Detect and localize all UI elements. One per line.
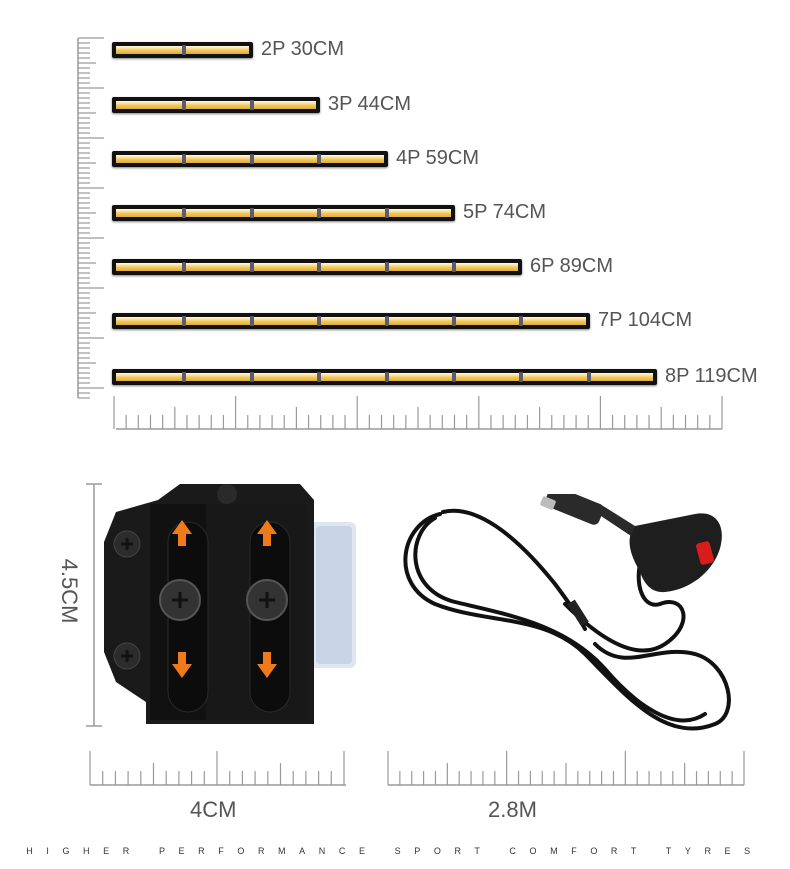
- bracket-height-dimension: [86, 483, 102, 727]
- light-bar-label: 3P 44CM: [328, 93, 412, 115]
- horizontal-ruler-top: [113, 396, 723, 430]
- light-bar: [112, 42, 253, 58]
- light-bar-label: 2P 30CM: [261, 38, 345, 60]
- light-bar-label: 7P 104CM: [598, 309, 693, 331]
- bracket-width-label: 4CM: [190, 797, 237, 822]
- cigarette-plug-cable-image: [403, 494, 731, 731]
- light-bar: [112, 205, 455, 221]
- light-bar-label: 8P 119CM: [665, 365, 758, 387]
- light-bar: [112, 97, 320, 113]
- light-bar: [112, 313, 590, 329]
- vertical-ruler: [77, 37, 104, 399]
- mounting-bracket-image: [104, 484, 356, 724]
- horizontal-ruler-cable: [387, 751, 745, 786]
- horizontal-ruler-bracket: [89, 751, 346, 786]
- cable-length-label: 2.8M: [488, 797, 537, 822]
- tagline: HIGHER PERFORMANCE SPORT COMFORT TYRES: [26, 846, 764, 856]
- light-bar-label: 6P 89CM: [530, 255, 614, 277]
- light-bar-label: 4P 59CM: [396, 147, 480, 169]
- light-bar-label: 5P 74CM: [463, 201, 547, 223]
- light-bar: [112, 369, 657, 385]
- light-bar: [112, 151, 388, 167]
- bracket-height-label: 4.5CM: [57, 558, 82, 624]
- light-bar: [112, 259, 522, 275]
